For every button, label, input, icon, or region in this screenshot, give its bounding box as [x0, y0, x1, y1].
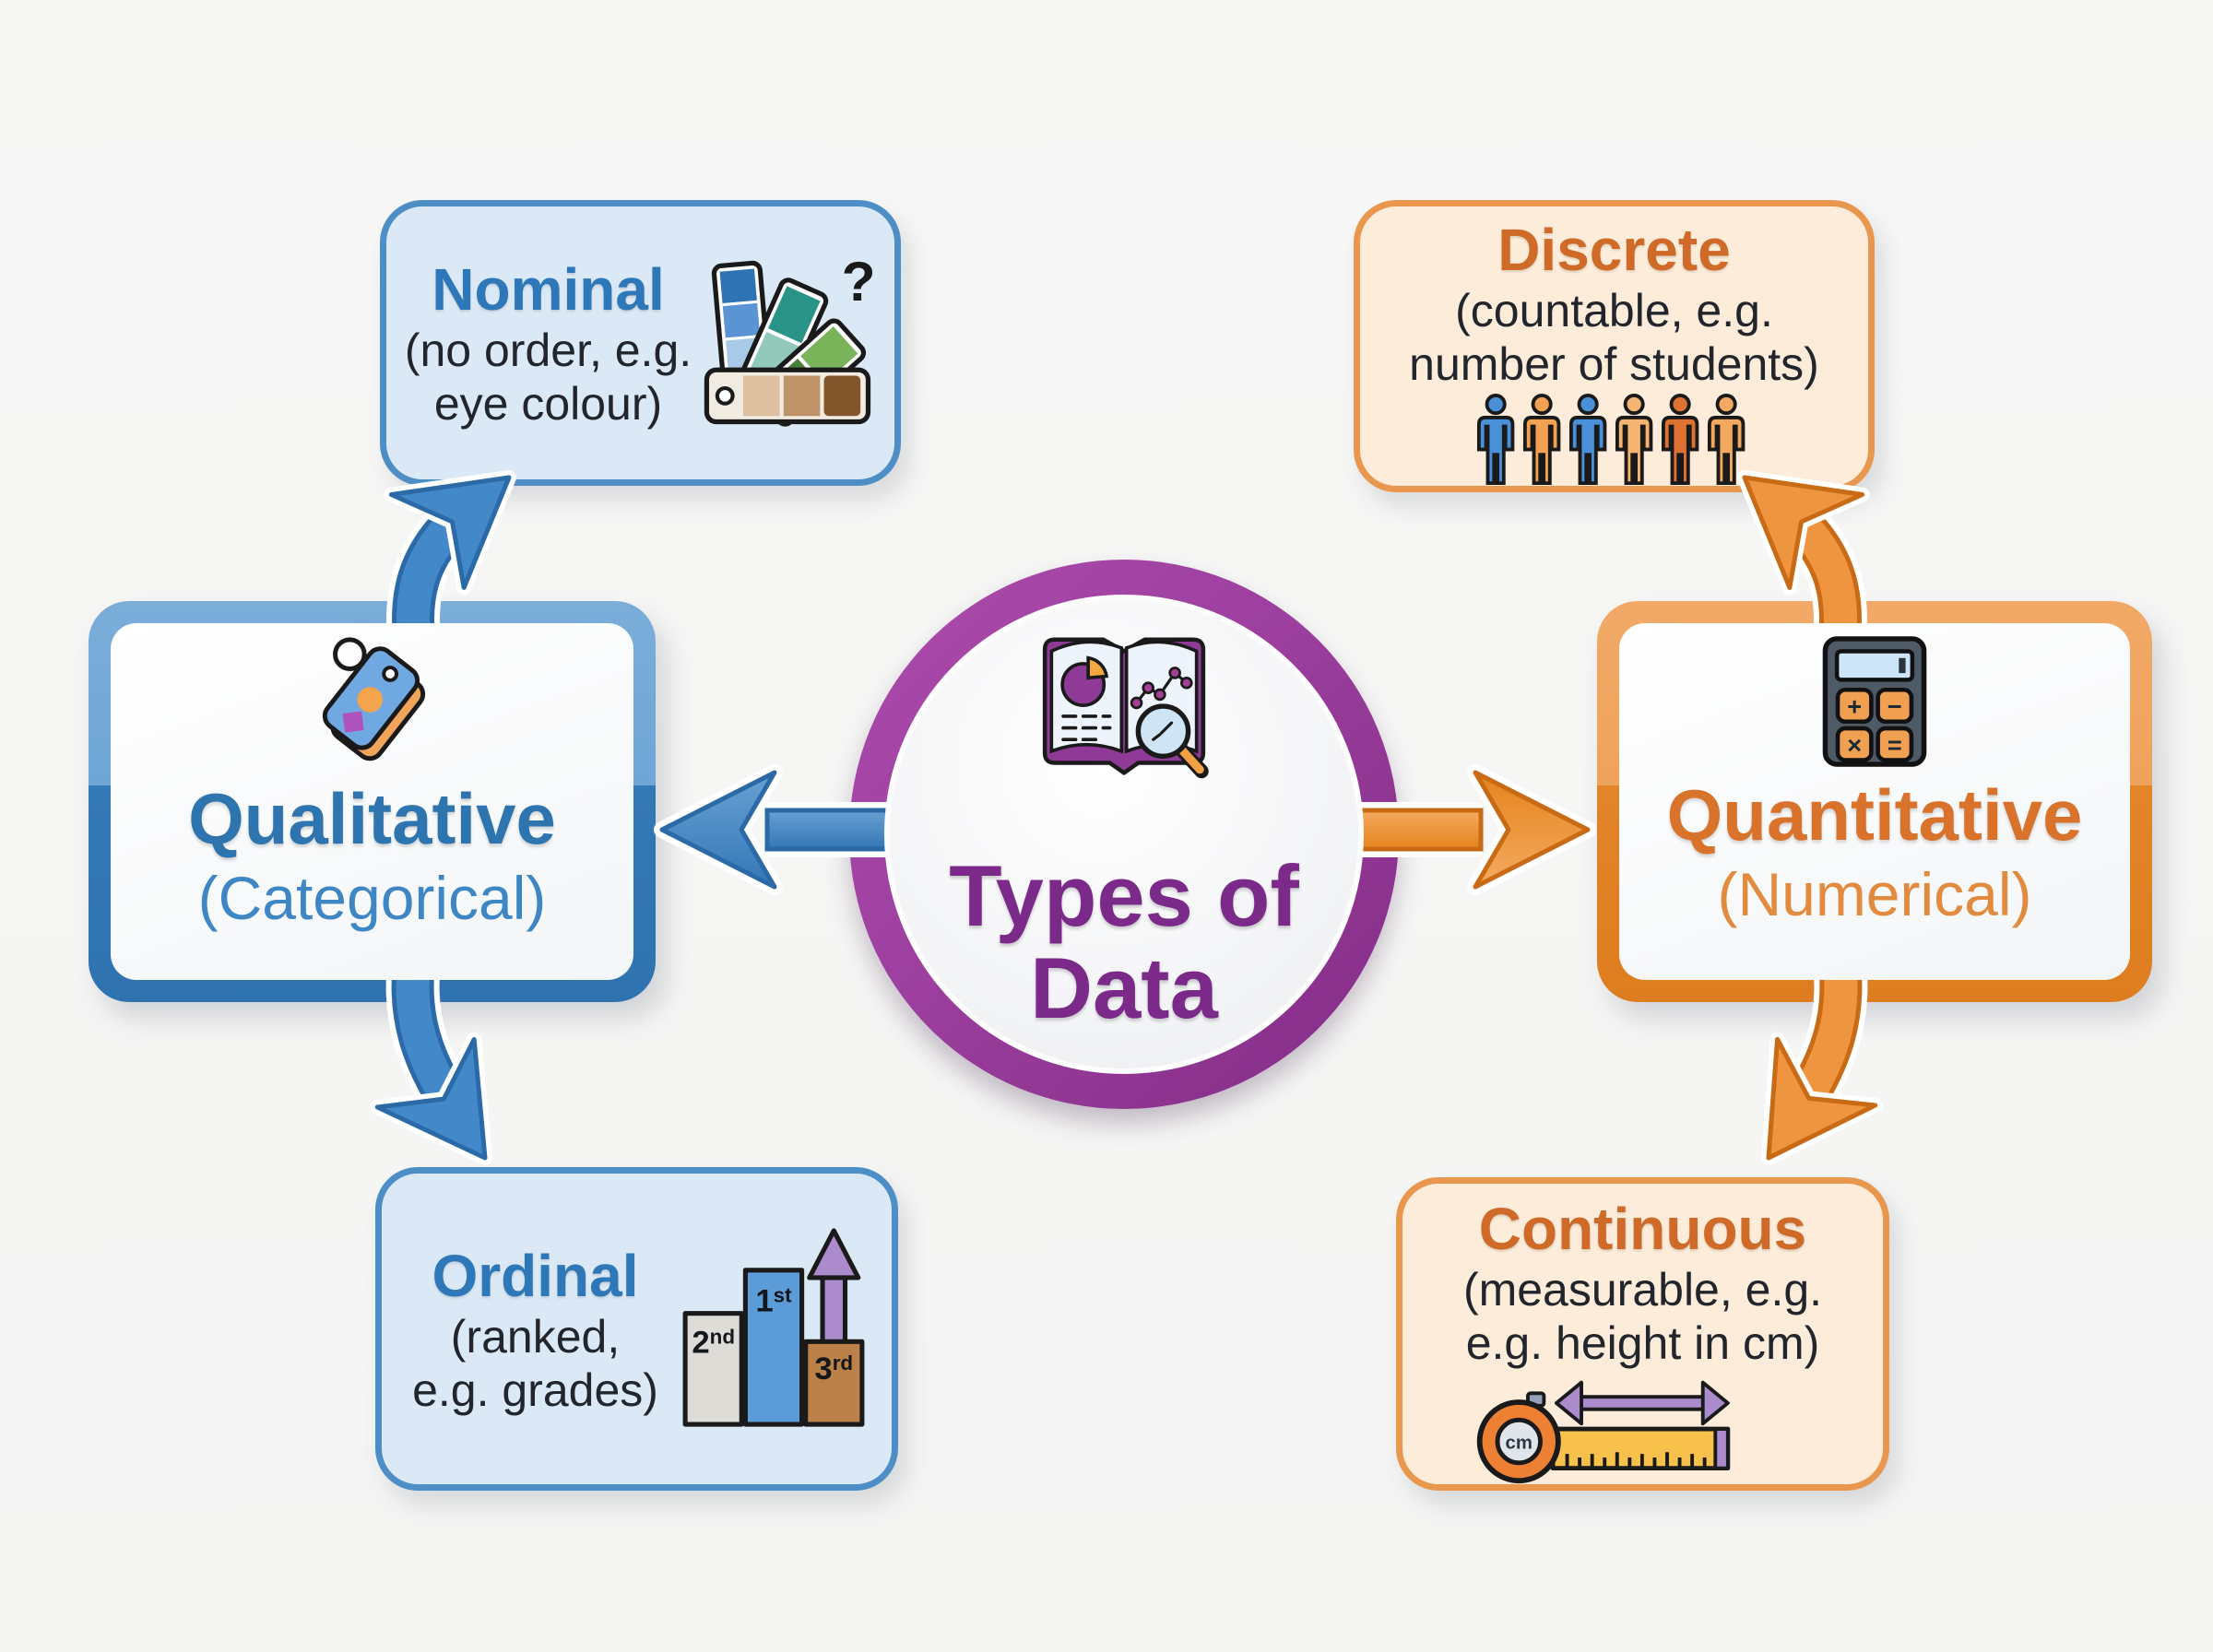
continuous-desc-line1: (measurable, e.g.	[1462, 1264, 1823, 1316]
price-tag-icon	[300, 632, 445, 777]
qualitative-title: Qualitative	[188, 778, 556, 859]
color-swatch-icon: ?	[697, 250, 885, 436]
calc-equals-key: =	[1888, 730, 1902, 759]
quantitative-box: + − × = Quantitative (Numerical)	[1619, 623, 2130, 980]
continuous-desc-line2: e.g. height in cm)	[1465, 1317, 1820, 1369]
discrete-title: Discrete	[1497, 217, 1731, 283]
nominal-desc-line2: eye colour)	[433, 378, 663, 430]
ordinal-desc-line2: e.g. grades)	[412, 1363, 658, 1416]
calc-minus-key: −	[1888, 692, 1902, 721]
podium-1-label: 1	[755, 1284, 773, 1319]
tape-measure-icon: cm	[1468, 1374, 1754, 1491]
nominal-desc-line1: (no order, e.g.	[404, 324, 692, 376]
discrete-box: Discrete (countable, e.g. number of stud…	[1354, 200, 1875, 492]
arrow-center-to-quantitative	[1349, 773, 1588, 887]
center-title: Types of Data	[886, 850, 1362, 1033]
continuous-title: Continuous	[1478, 1196, 1807, 1262]
quantitative-subtitle: (Numerical)	[1717, 860, 2032, 928]
podium-3-label: 3	[814, 1351, 832, 1386]
nominal-box: Nominal (no order, e.g. eye colour)	[380, 200, 901, 486]
calc-times-key: ×	[1847, 730, 1862, 759]
calculator-icon: + − × =	[1820, 634, 1929, 773]
qualitative-box: Qualitative (Categorical)	[111, 623, 633, 980]
discrete-desc-line2: number of students)	[1409, 338, 1819, 390]
tape-unit-label: cm	[1505, 1433, 1532, 1453]
svg-text:3rd: 3rd	[814, 1351, 853, 1386]
podium-2-label: 2	[692, 1326, 709, 1361]
podium-rank-icon: 2nd 1st 3rd	[680, 1216, 875, 1442]
center-title-line1: Types of	[949, 847, 1299, 944]
calc-plus-key: +	[1847, 692, 1862, 721]
ordinal-title: Ordinal	[432, 1242, 639, 1309]
svg-text:2nd: 2nd	[692, 1325, 735, 1360]
quantitative-title: Quantitative	[1666, 774, 2083, 856]
book-magnifier-icon	[1020, 610, 1228, 799]
center-title-line2: Data	[1030, 938, 1218, 1036]
svg-text:1st: 1st	[755, 1283, 792, 1318]
ordinal-desc-line1: (ranked,	[450, 1310, 621, 1363]
discrete-desc-line1: (countable, e.g.	[1455, 285, 1773, 336]
nominal-title: Nominal	[432, 256, 665, 323]
qualitative-subtitle: (Categorical)	[197, 864, 547, 932]
continuous-box: Continuous (measurable, e.g. e.g. height…	[1396, 1177, 1889, 1491]
ordinal-box: Ordinal (ranked, e.g. grades) 2nd 1st	[375, 1167, 898, 1491]
arrow-center-to-qualitative	[662, 773, 899, 887]
question-mark-glyph: ?	[842, 251, 876, 313]
